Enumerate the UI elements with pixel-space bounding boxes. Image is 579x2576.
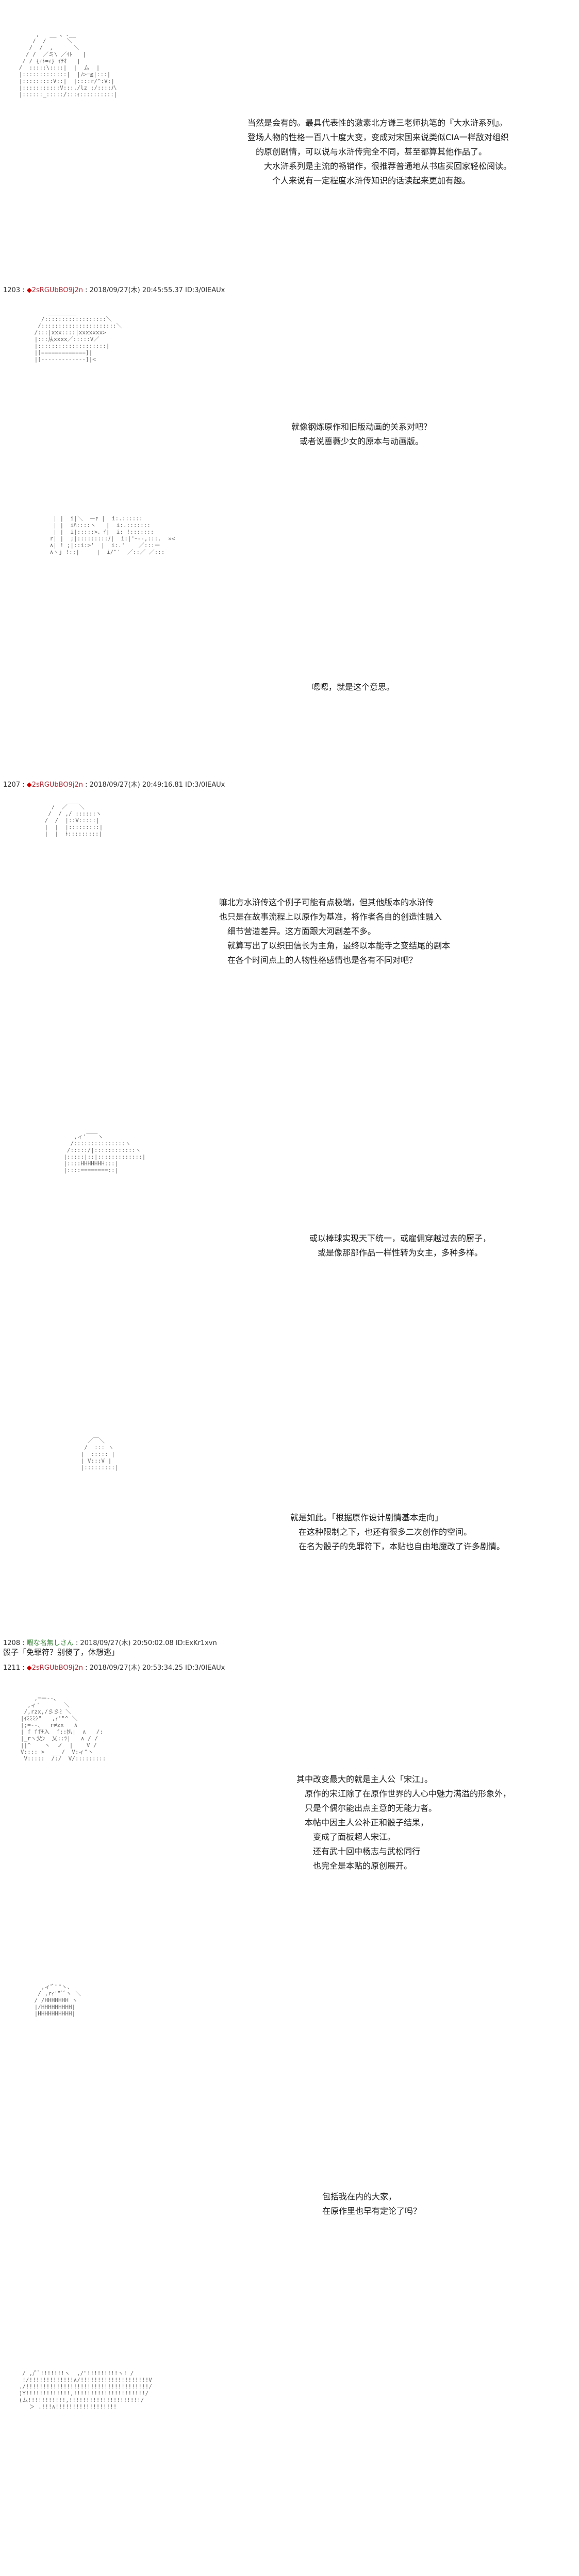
trip-diamond-icon: ◆ [26, 286, 32, 294]
text-line: 或是像那部作品一样性转为女主，多种多样。 [309, 1248, 483, 1258]
post-date: 2018/09/27(木) 20:50:02.08 [80, 1639, 174, 1647]
poster-id: ID:ExKr1xvn [175, 1639, 217, 1647]
post-body-text: 嗯嗯，就是这个意思。 [312, 680, 394, 694]
text-line: 只是个偶尔能出点主意的无能力者。 [296, 1803, 437, 1813]
ascii-art-figure: / ／￣￣＼ / / ,/ ::::::ヽ / / |::V:::::| | |… [44, 804, 103, 837]
post-header: 1208 : 暇な名無しさん : 2018/09/27(木) 20:50:02.… [3, 1639, 217, 1647]
text-line: 还有武十回中杨志与武松同行 [296, 1846, 421, 1856]
post-body-text: 就像钢炼原作和旧版动画的关系对吧？ 或者说蔷薇少女的原本与动画版。 [291, 420, 432, 449]
text-line: 变成了面板超人宋江。 [296, 1832, 396, 1842]
ascii-art-figure: , __ 、.__ / / ＼ / / , ＼ / / ／ミ\ ／ｲﾄ | / … [19, 31, 118, 98]
text-line: 当然是会有的。最具代表性的激素北方谦三老师执笔的『大水浒系列』。 [247, 118, 508, 128]
text-line: 细节营造差异。这方面跟大河剧差不多。 [219, 926, 376, 936]
poster-name-text: 暇な名無しさん [26, 1639, 74, 1647]
trip-diamond-icon: ◆ [26, 781, 32, 789]
post-body-text: 其中改变最大的就是主人公「宋江」。 原作的宋江除了在原作世界的人心中魅力满溢的形… [296, 1772, 511, 1873]
ascii-art-figure: ／￣＼ / ::: ヽ | ::::: | | V:::V | |:::::::… [80, 1437, 119, 1471]
post-number[interactable]: 1208 [3, 1639, 21, 1647]
ascii-art-figure: ,=ー--、 ,ィ' ＼ /,rzx,/彡彡ﾐ ＼ |ｲﾐﾐﾐｼ" ,ｨ'"^ … [20, 1695, 106, 1762]
text-line: 嘛北方水浒传这个例子可能有点极端，但其他版本的水浒传 [219, 897, 434, 907]
post-body-text: 或以棒球实现天下统一，或雇佣穿越过去的厨子， 或是像那部作品一样性转为女主，多种… [309, 1231, 491, 1260]
poster-name: 暇な名無しさん [27, 1639, 74, 1647]
text-line: 大水浒系列是主流的畅销作，很推荐普通地从书店买回家轻松阅读。 [247, 161, 512, 171]
text-line: 在原作里也早有定论了吗？ [322, 2206, 422, 2216]
post-header: 1211 : ◆2sRGUbBO9j2n : 2018/09/27(木) 20:… [3, 1664, 225, 1672]
text-line: 在这种限制之下，也还有很多二次创作的空间。 [290, 1527, 472, 1537]
text-line: 或者说蔷薇少女的原本与动画版。 [291, 436, 424, 446]
text-line: 其中改变最大的就是主人公「宋江」。 [296, 1774, 433, 1784]
ascii-art-figure: / ,/ﾞﾞ!!!!!!!ヽ ,/"!!!!!!!!!ヽ! / !/!!!!!!… [19, 2370, 152, 2410]
post-number[interactable]: 1207 [3, 781, 21, 789]
poster-id: ID:3/0IEAUx [185, 1664, 225, 1672]
post-number[interactable]: 1203 [3, 286, 21, 294]
ascii-art-figure: | | i|＼ ーｧ | i:.:::::: | | iﾊ::::ヽ | i:.… [49, 515, 175, 555]
ascii-art-figure: ,ィ'￣￣ヽ /:::::::::::::::ヽ /:::::/|:::::::… [63, 1133, 146, 1174]
poster-name: ◆2sRGUbBO9j2n [27, 781, 83, 789]
text-line: 也只是在故事流程上以原作为基准，将作者各自的创造性融入 [219, 912, 442, 922]
text-line: 个人来说有一定程度水浒传知识的话读起来更加有趣。 [247, 176, 471, 185]
post-body-text: 包括我在内的大家， 在原作里也早有定论了吗？ [322, 2190, 421, 2218]
poster-name-text: 2sRGUbBO9j2n [31, 781, 83, 789]
poster-id: ID:3/0IEAUx [185, 286, 225, 294]
post-date: 2018/09/27(木) 20:45:55.37 [89, 286, 183, 294]
post-date: 2018/09/27(木) 20:53:34.25 [89, 1664, 183, 1672]
trip-diamond-icon: ◆ [26, 1664, 32, 1672]
text-line: 本帖中因主人公补正和骰子结果， [296, 1818, 429, 1827]
post-date: 2018/09/27(木) 20:49:16.81 [89, 781, 183, 789]
post-header: 1203 : ◆2sRGUbBO9j2n : 2018/09/27(木) 20:… [3, 286, 225, 294]
text-line: 在各个时间点上的人物性格感情也是各有不同对吧？ [219, 955, 418, 965]
post-body-text: 嘛北方水浒传这个例子可能有点极端，但其他版本的水浒传也只是在故事流程上以原作为基… [219, 895, 450, 968]
ascii-art-figure: ,ィ'ﾞ""ヽ、 / ,rｨ'"ﾞﾞヽ ＼ / /HHHHHHH ヽ |/HHH… [34, 1984, 81, 2017]
reply-text: 骰子「免罪符？别傻了，休想逃」 [3, 1648, 120, 1657]
ascii-art-figure: ＿＿＿＿＿ /::::::::::::::::::＼ /::::::::::::… [34, 309, 122, 363]
post-header: 1207 : ◆2sRGUbBO9j2n : 2018/09/27(木) 20:… [3, 781, 225, 789]
text-line: 包括我在内的大家， [322, 2192, 397, 2201]
text-line: 就算写出了以织田信长为主角，最终以本能寺之变结尾的剧本 [219, 941, 451, 951]
text-line: 在名为骰子的免罪符下，本贴也自由地魔改了许多剧情。 [290, 1541, 505, 1551]
post-number[interactable]: 1211 [3, 1664, 21, 1672]
post-body-text: 就是如此。「根据原作设计剧情基本走向」 在这种限制之下，也还有很多二次创作的空间… [290, 1511, 505, 1554]
text-line: 就像钢炼原作和旧版动画的关系对吧？ [291, 422, 432, 432]
text-line: 嗯嗯，就是这个意思。 [312, 682, 395, 692]
post-body-text: 当然是会有的。最具代表性的激素北方谦三老师执笔的『大水浒系列』。登场人物的性格一… [247, 116, 511, 188]
text-line: 原作的宋江除了在原作世界的人心中魅力满溢的形象外， [296, 1789, 511, 1799]
text-line: 也完全是本贴的原创展开。 [296, 1861, 412, 1871]
poster-name: ◆2sRGUbBO9j2n [27, 1664, 83, 1672]
text-line: 登场人物的性格一百八十度大变，变成对宋国来说类似CIA一样敌对组织 [247, 132, 509, 142]
text-line: 就是如此。「根据原作设计剧情基本走向」 [290, 1513, 443, 1522]
text-line: 的原创剧情，可以说与水浒传完全不同，甚至都算其他作品了。 [247, 147, 487, 157]
poster-name-text: 2sRGUbBO9j2n [31, 286, 83, 294]
poster-name: ◆2sRGUbBO9j2n [27, 286, 83, 294]
poster-id: ID:3/0IEAUx [185, 781, 225, 789]
poster-name-text: 2sRGUbBO9j2n [31, 1664, 83, 1672]
text-line: 或以棒球实现天下统一，或雇佣穿越过去的厨子， [309, 1233, 491, 1243]
